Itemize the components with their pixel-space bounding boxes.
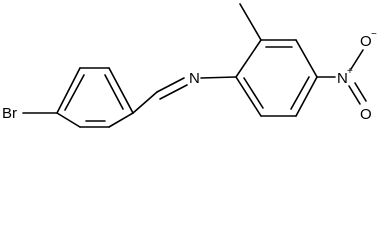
bromine-label: Br	[2, 105, 17, 122]
n-o-double-bond	[354, 82, 367, 102]
nitro-oxygen-bottom-label: O	[360, 106, 372, 123]
imine-double-bond	[159, 84, 188, 100]
ring-double-bond	[104, 74, 124, 110]
nitro-oxygen-top-label: O	[360, 33, 372, 50]
chemical-structure: Br N N + O − O	[2, 3, 377, 128]
ring-double-bond	[64, 74, 85, 111]
ring-double-bond	[290, 76, 310, 110]
n-o-double-bond	[348, 85, 361, 105]
ring-ch-bond	[132, 91, 158, 114]
nitro-oxygen-top-charge: −	[371, 29, 377, 40]
nitro-nitrogen-label: N	[337, 70, 348, 87]
imine-nitrogen-label: N	[189, 70, 200, 87]
imine-double-bond	[156, 77, 185, 93]
bromophenyl-ring	[56, 67, 134, 128]
n-aryl-bond	[200, 76, 237, 79]
ring-bond	[295, 76, 318, 117]
ring-bond	[295, 39, 318, 78]
nitro-nitrogen-charge: +	[347, 66, 353, 77]
n-o-bond	[350, 49, 364, 70]
methyl-bond	[239, 3, 262, 41]
nitrotoluene-ring	[235, 39, 318, 117]
ring-bond	[108, 112, 134, 128]
ring-double-bond	[243, 77, 264, 109]
ring-bond	[235, 39, 262, 78]
ring-bond	[108, 67, 134, 114]
ring-bond	[56, 112, 81, 128]
ring-bond	[235, 76, 262, 117]
ring-bond	[56, 67, 81, 114]
